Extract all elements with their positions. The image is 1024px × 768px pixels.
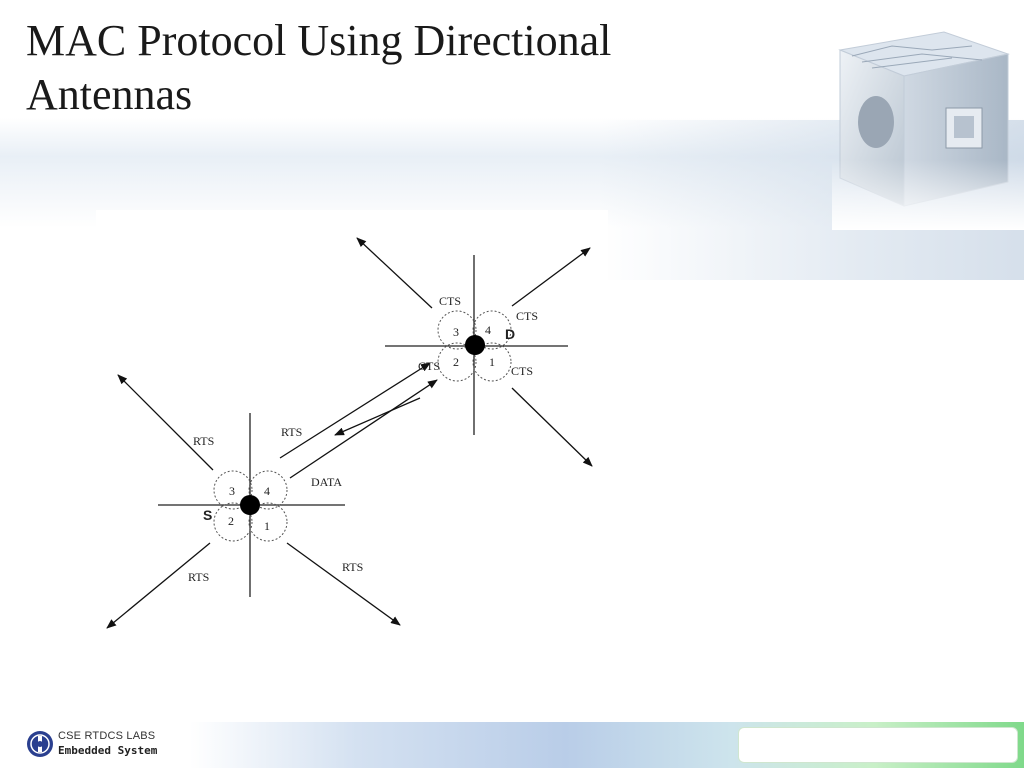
- source-sector-lobe: [248, 470, 288, 510]
- cts-arrow: [511, 247, 591, 307]
- dest-sector-label: 3: [453, 325, 459, 339]
- cts-label: CTS: [516, 309, 538, 323]
- rts-link-label: RTS: [281, 425, 302, 439]
- footer-lab-name: CSE RTDCS LABS: [58, 730, 156, 742]
- source-sector-lobe: [213, 470, 253, 510]
- dest-sector-lobe: [437, 342, 477, 382]
- dest-node-group: 3 4 2 1 D CTS CTS CTS CTS: [356, 237, 593, 467]
- slide-title-line2: Antennas: [26, 70, 193, 119]
- decorative-cube-image: [832, 31, 1024, 230]
- source-sector-lobe: [213, 502, 253, 542]
- dest-sector-lobe: [437, 310, 477, 350]
- source-sector-label: 4: [264, 484, 270, 498]
- cts-arrow: [511, 387, 593, 467]
- source-node-label: S: [203, 507, 212, 523]
- rts-label: RTS: [193, 434, 214, 448]
- dest-sector-lobe: [472, 310, 512, 350]
- rts-link-arrow: [279, 362, 431, 459]
- dest-sector-lobe: [472, 342, 512, 382]
- cts-arrow: [356, 237, 433, 309]
- cts-label: CTS: [511, 364, 533, 378]
- diagram-background: [96, 210, 608, 640]
- footer-box: [738, 727, 1018, 763]
- footer-subtitle: Embedded System: [58, 744, 158, 757]
- rts-label: RTS: [342, 560, 363, 574]
- rts-arrow: [106, 542, 211, 629]
- source-sector-label: 3: [229, 484, 235, 498]
- rts-arrow: [286, 542, 401, 626]
- data-link-arrow: [289, 379, 438, 479]
- data-link-label: DATA: [311, 475, 342, 489]
- link-arrows: RTS DATA: [279, 362, 438, 489]
- source-sector-label: 2: [228, 514, 234, 528]
- cts-return-arrow: [334, 397, 421, 436]
- rts-arrow: [117, 374, 214, 471]
- source-sector-label: 1: [264, 519, 270, 533]
- cts-label: CTS: [439, 294, 461, 308]
- dest-sector-label: 4: [485, 323, 491, 337]
- lab-logo-icon: [27, 731, 53, 757]
- dest-sector-label: 1: [489, 355, 495, 369]
- rts-label: RTS: [188, 570, 209, 584]
- slide-title: MAC Protocol Using Directional Antennas: [26, 14, 786, 122]
- cts-label: CTS: [418, 359, 440, 373]
- source-node-group: 3 4 2 1 S RTS RTS RTS: [106, 374, 401, 629]
- dest-node-label: D: [505, 326, 515, 342]
- dest-sector-label: 2: [453, 355, 459, 369]
- dest-node-dot: [465, 335, 485, 355]
- source-sector-lobe: [248, 502, 288, 542]
- slide-title-line1: MAC Protocol Using Directional: [26, 16, 612, 65]
- source-node-dot: [240, 495, 260, 515]
